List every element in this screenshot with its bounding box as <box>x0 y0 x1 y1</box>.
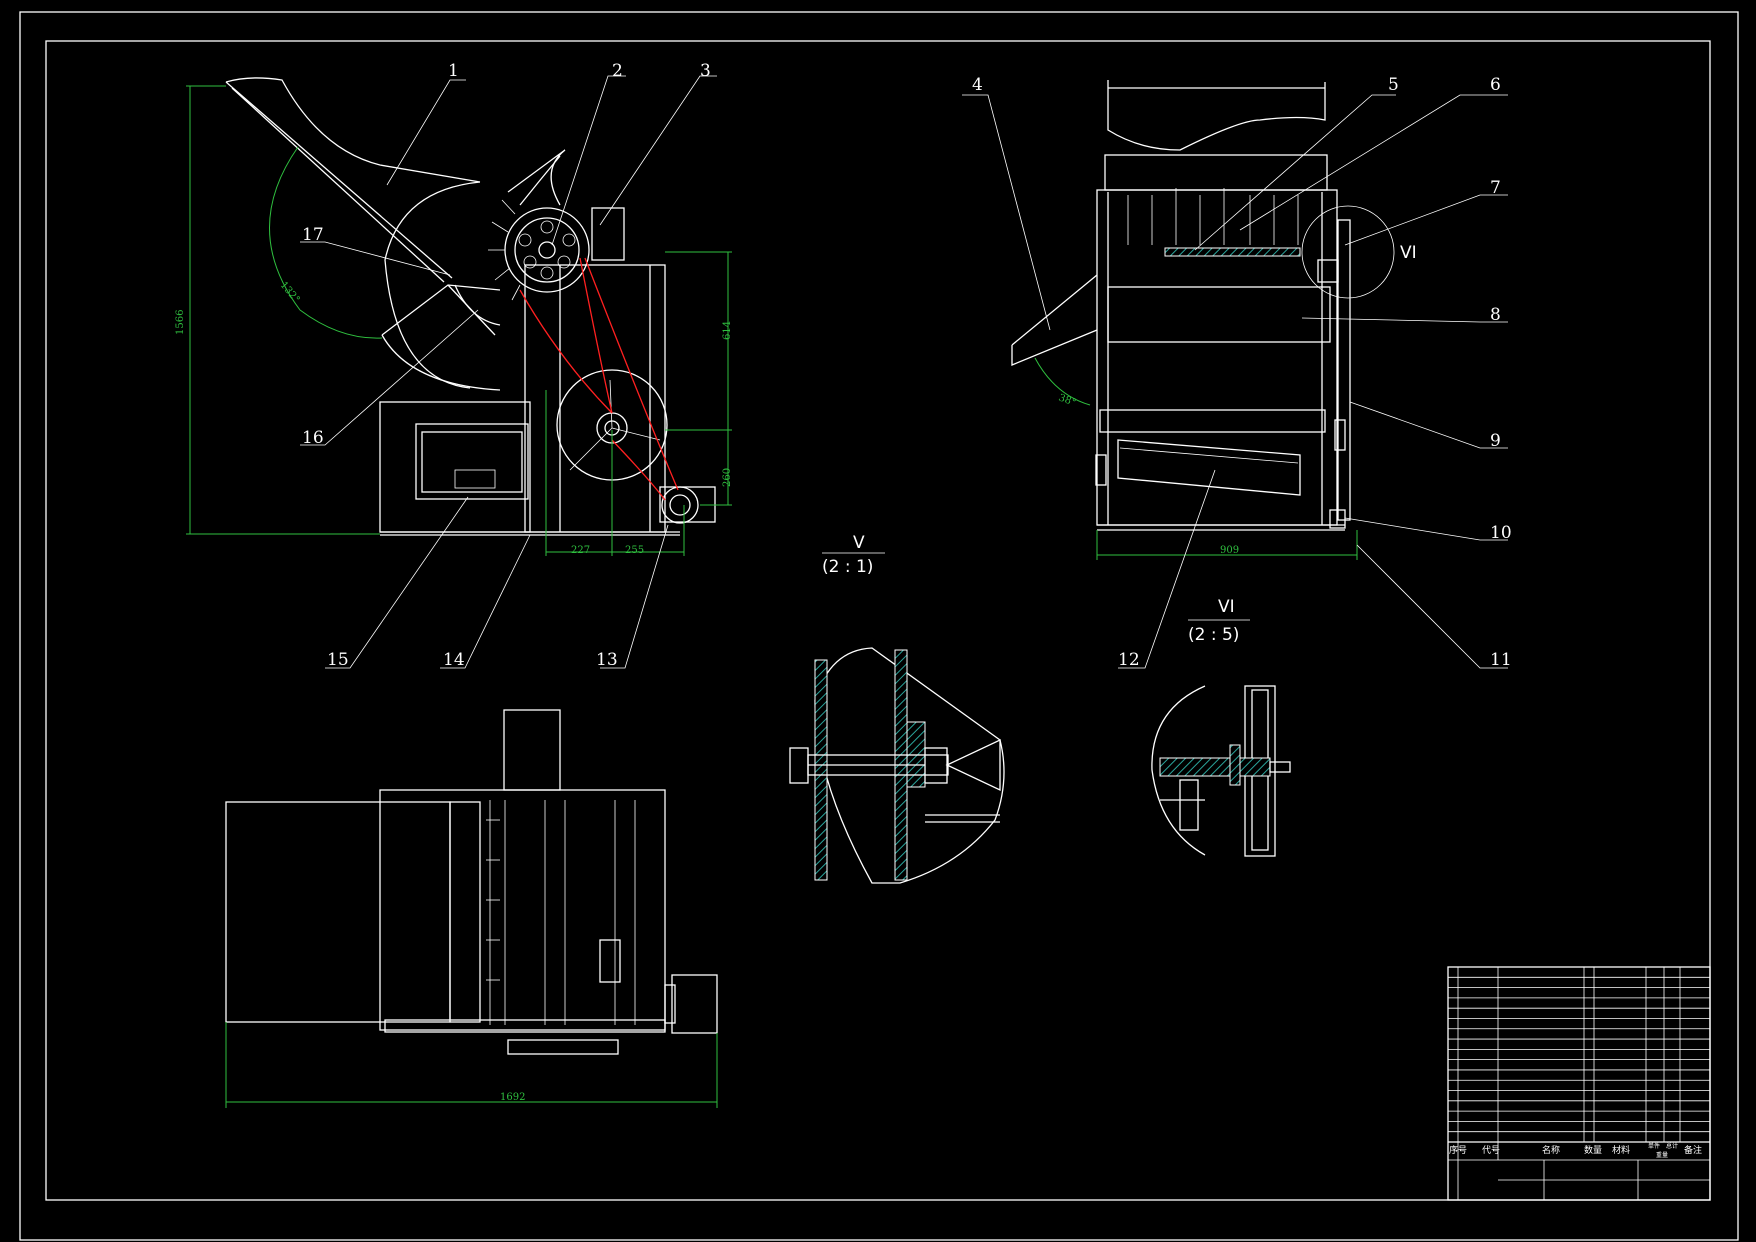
dim-angle-left: 132° <box>278 280 302 306</box>
label-2: 2 <box>612 61 623 81</box>
label-12: 12 <box>1118 650 1140 670</box>
detail-vi-scale: (2 : 5) <box>1188 625 1239 645</box>
dim-angle-right: 38° <box>1057 392 1077 408</box>
label-17: 17 <box>302 225 324 245</box>
side-view: 38° VI 909 <box>1011 80 1417 560</box>
tb-col-code: 代号 <box>1482 1145 1500 1156</box>
label-9: 9 <box>1490 431 1501 451</box>
tb-col-seq: 序号 <box>1449 1144 1467 1156</box>
tb-col-weight-unit: 单件 <box>1648 1142 1660 1150</box>
detail-vi-name: VI <box>1218 597 1235 617</box>
dim-227: 227 <box>571 545 590 556</box>
detail-vi-callout: VI <box>1400 243 1417 263</box>
label-8: 8 <box>1490 305 1501 325</box>
outer-border <box>19 11 1739 1241</box>
inner-border <box>45 40 1711 1201</box>
label-13: 13 <box>596 650 618 670</box>
dim-909: 909 <box>1220 545 1239 556</box>
label-15: 15 <box>327 650 349 670</box>
tb-col-weight-total: 总计 <box>1666 1142 1678 1150</box>
detail-v: V (2 : 1) <box>789 533 1005 884</box>
label-11: 11 <box>1490 650 1512 670</box>
top-view: 1692 <box>225 709 718 1108</box>
detail-v-scale: (2 : 1) <box>822 557 873 577</box>
tb-col-material: 材料 <box>1612 1144 1630 1156</box>
dim-614: 614 <box>722 321 733 340</box>
tb-col-weight: 重量 <box>1656 1151 1668 1159</box>
label-14: 14 <box>443 650 465 670</box>
tb-col-note: 备注 <box>1684 1144 1702 1156</box>
label-10: 10 <box>1490 523 1512 543</box>
dim-255: 255 <box>625 545 644 556</box>
label-1: 1 <box>448 61 459 81</box>
label-16: 16 <box>302 428 324 448</box>
label-4: 4 <box>972 75 983 95</box>
detail-v-name: V <box>853 533 865 553</box>
label-5: 5 <box>1388 75 1399 95</box>
front-view-labels: 1 2 3 17 16 15 14 13 <box>300 61 717 670</box>
dim-1692: 1692 <box>500 1092 525 1103</box>
dim-260: 260 <box>722 468 733 487</box>
label-6: 6 <box>1490 75 1501 95</box>
tb-col-qty: 数量 <box>1584 1144 1602 1156</box>
title-block: 序号 代号 名称 数量 材料 单件 总计 重量 备注 <box>1447 966 1711 1201</box>
label-3: 3 <box>700 61 711 81</box>
detail-vi: VI (2 : 5) <box>1151 597 1291 857</box>
label-7: 7 <box>1490 178 1501 198</box>
front-view: 1566 132° 614 260 227 255 <box>175 77 733 556</box>
dim-height: 1566 <box>175 310 186 335</box>
tb-col-name: 名称 <box>1542 1144 1560 1156</box>
side-view-labels: 4 5 6 7 8 9 10 11 12 <box>962 75 1512 670</box>
